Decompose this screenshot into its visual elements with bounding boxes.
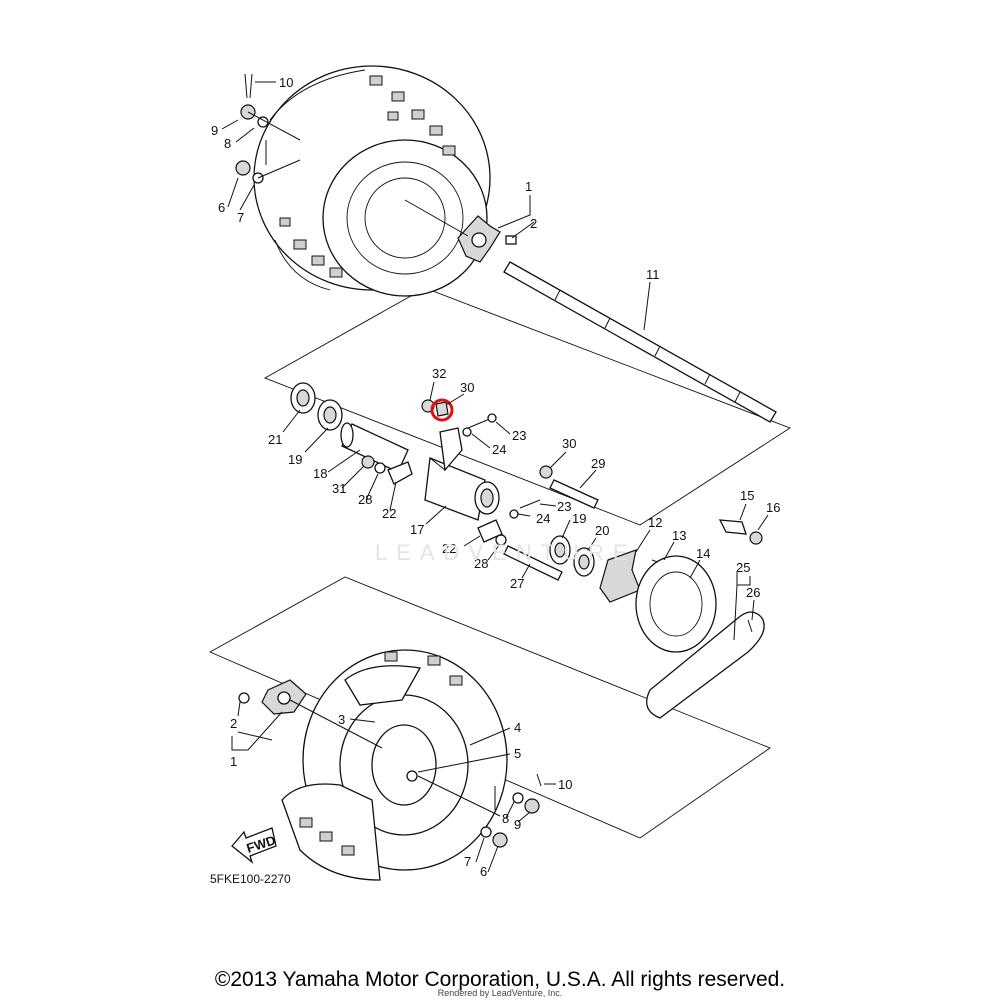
callout-6-bottom: 6	[480, 864, 487, 879]
chain-guide-15	[718, 519, 747, 535]
washer-24-top	[462, 427, 472, 437]
bracket-22-right	[477, 519, 503, 543]
callout-22-right: 22	[442, 541, 456, 556]
callout-26: 26	[746, 585, 760, 600]
highlight-marker-part-30[interactable]	[430, 398, 454, 422]
nut-16	[749, 531, 763, 545]
callout-3-bottom: 3	[338, 712, 345, 727]
callout-23-top: 23	[512, 428, 526, 443]
washer-28-right	[495, 534, 507, 546]
bottom-wheel-tire	[281, 649, 508, 881]
callout-25: 25	[736, 560, 750, 575]
top-wheel-tire	[253, 65, 491, 297]
callout-11: 11	[646, 267, 660, 282]
callout-13: 13	[672, 528, 686, 543]
washer-30-top	[435, 401, 449, 417]
callout-19-left: 19	[288, 452, 302, 467]
forward-direction-arrow: FWD	[231, 827, 277, 864]
bolt-27	[503, 545, 563, 581]
callout-7-bottom: 7	[464, 854, 471, 869]
callout-27: 27	[510, 576, 524, 591]
callout-14: 14	[696, 546, 710, 561]
callout-30-right: 30	[562, 436, 576, 451]
callout-9-bottom: 9	[514, 817, 521, 832]
callout-23-right: 23	[557, 499, 571, 514]
callout-1-top: 1	[525, 179, 532, 194]
callout-4-bottom: 4	[514, 720, 521, 735]
callout-32: 32	[432, 366, 446, 381]
bottom-hub-hardware	[480, 773, 542, 848]
callout-8-bottom: 8	[502, 811, 509, 826]
collar-20	[573, 547, 595, 577]
top-hub-hardware	[235, 73, 301, 184]
bolt-23-right	[519, 499, 541, 509]
callout-17: 17	[410, 522, 424, 537]
callout-2-top: 2	[530, 216, 537, 231]
axle-hub-housing-17	[424, 427, 500, 521]
callout-24-top: 24	[492, 442, 506, 457]
valve-stud-5	[406, 770, 418, 782]
upper-assembly-plane	[263, 287, 791, 526]
callout-5-bottom: 5	[514, 746, 521, 761]
callout-labels: 10 9 8 6 7 1 2 11 32 30 23 24 21 19 18 3…	[211, 75, 780, 879]
copyright-notice: ©2013 Yamaha Motor Corporation, U.S.A. A…	[214, 968, 786, 991]
callout-20: 20	[595, 523, 609, 538]
callout-16: 16	[766, 500, 780, 515]
bearing-19-right	[549, 535, 571, 565]
bearing-19-left	[317, 399, 343, 431]
callout-22-left: 22	[382, 506, 396, 521]
callout-28-left: 28	[358, 492, 372, 507]
callout-18: 18	[313, 466, 327, 481]
callout-10-top: 10	[279, 75, 293, 90]
washer-28-left	[374, 462, 386, 474]
callout-1-bottom: 1	[230, 754, 237, 769]
rendered-by-notice: Rendered by LeadVenture, Inc.	[437, 988, 563, 998]
callout-7-top: 7	[237, 210, 244, 225]
washer-30-right	[539, 465, 553, 479]
callout-21: 21	[268, 432, 282, 447]
washer-24-right	[509, 509, 519, 519]
callout-9-top: 9	[211, 123, 218, 138]
bolt-29	[549, 479, 599, 509]
callout-2-bottom: 2	[230, 716, 237, 731]
watermark: LEADVENTURE	[375, 540, 637, 565]
callout-15: 15	[740, 488, 754, 503]
callout-30-top: 30	[460, 380, 474, 395]
callout-6-top: 6	[218, 200, 225, 215]
callout-8-top: 8	[224, 136, 231, 151]
bracket-22-left	[387, 461, 413, 485]
top-wheel-hub	[457, 215, 501, 263]
nut-31	[361, 455, 375, 469]
drive-chain-25	[646, 611, 765, 719]
callout-31: 31	[332, 481, 346, 496]
callout-24-right: 24	[536, 511, 550, 526]
sprocket-14	[635, 555, 717, 653]
callout-29: 29	[591, 456, 605, 471]
rear-axle	[503, 261, 777, 423]
chain-link-26	[747, 619, 753, 633]
bearing-21	[290, 382, 316, 414]
callout-19-right: 19	[572, 511, 586, 526]
callout-12: 12	[648, 515, 662, 530]
callout-10-bottom: 10	[558, 777, 572, 792]
bottom-wheel-hub	[261, 679, 307, 715]
callout-28-right: 28	[474, 556, 488, 571]
leader-lines	[221, 81, 769, 873]
spacer-tube-18	[340, 422, 409, 473]
diagram-code: 5FKE100-2270	[210, 872, 291, 886]
